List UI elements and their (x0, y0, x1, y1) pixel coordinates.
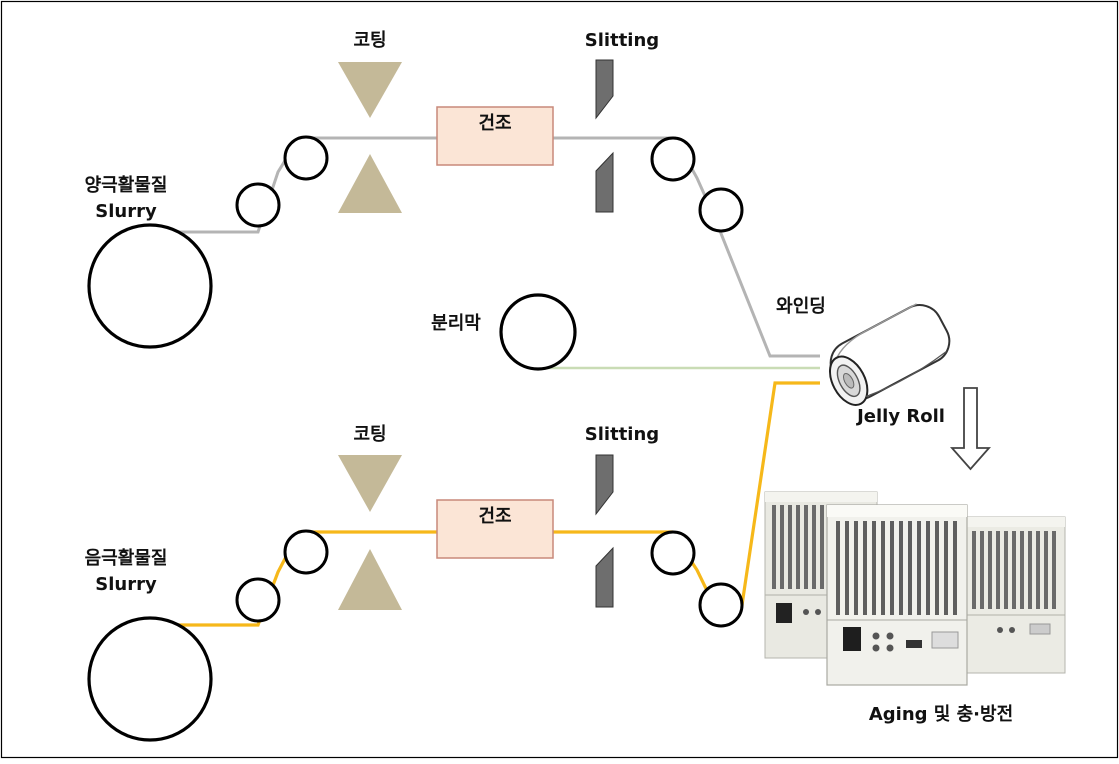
cathode-guide-roller-2 (285, 137, 327, 179)
down-arrow-icon (952, 388, 989, 469)
charge-discharge-equipment-image (765, 492, 1065, 685)
separator-label: 분리막 (431, 313, 481, 334)
equipment-cabinet-right (963, 517, 1065, 673)
anode-slitter-bottom (596, 548, 613, 607)
anode-coating-label: 코팅 (353, 424, 386, 445)
anode-slurry-label-line1: 음극활물질 (85, 548, 168, 569)
anode-coater-top (338, 455, 402, 512)
cathode-slurry-label-line1: 양극활물질 (85, 175, 168, 196)
cathode-unwind-roll (89, 225, 211, 347)
cathode-drying-label: 건조 (478, 113, 511, 134)
anode-coater-bottom (338, 549, 402, 610)
anode-guide-roller-4 (700, 584, 742, 626)
anode-line: 음극활물질 Slurry 코팅 건조 Slitting (85, 383, 820, 740)
cathode-slitting-label: Slitting (585, 30, 659, 51)
cathode-guide-roller-1 (237, 184, 279, 226)
cathode-guide-roller-3 (652, 138, 694, 180)
cathode-guide-roller-4 (700, 189, 742, 231)
aging-label: Aging 및 충·방전 (869, 704, 1013, 725)
anode-guide-roller-2 (285, 531, 327, 573)
jelly-roll-icon (818, 297, 958, 411)
anode-guide-roller-1 (237, 579, 279, 621)
cathode-slurry-label-line2: Slurry (95, 201, 157, 222)
cathode-coater-top (338, 62, 402, 118)
jelly-roll-label: Jelly Roll (855, 406, 945, 427)
anode-slurry-label-line2: Slurry (95, 574, 157, 595)
equipment-cabinet-front (827, 505, 967, 685)
cathode-slitter-top (596, 60, 613, 118)
anode-unwind-roll (89, 618, 211, 740)
anode-drying-label: 건조 (478, 506, 511, 527)
anode-slitter-top (596, 455, 613, 514)
cathode-slitter-bottom (596, 153, 613, 212)
separator-roll (501, 295, 575, 369)
anode-guide-roller-3 (652, 532, 694, 574)
cathode-web (160, 138, 820, 356)
cathode-coating-label: 코팅 (353, 30, 386, 51)
cathode-line: 양극활물질 Slurry 코팅 건조 Slitting (85, 30, 820, 356)
cathode-coater-bottom (338, 154, 402, 213)
anode-slitting-label: Slitting (585, 424, 659, 445)
winding-label: 와인딩 (776, 296, 826, 317)
